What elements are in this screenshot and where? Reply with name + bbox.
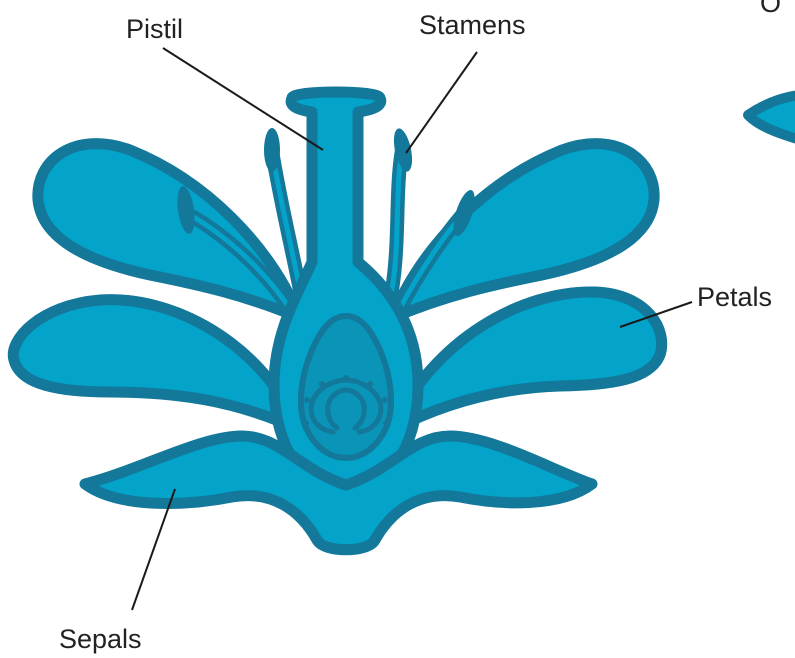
petal-lower-left bbox=[13, 300, 300, 430]
pistil-label: Pistil bbox=[126, 14, 183, 44]
petal-upper-left bbox=[38, 144, 300, 318]
stamens-leader-line bbox=[406, 52, 477, 153]
ovule-4 bbox=[367, 381, 373, 387]
ovary-label-partial: O bbox=[760, 0, 781, 18]
petal-lower-right bbox=[392, 292, 662, 430]
stamens-label: Stamens bbox=[419, 10, 526, 40]
ovule-2 bbox=[319, 381, 325, 387]
ovule-6 bbox=[303, 420, 309, 426]
ovule-7 bbox=[383, 420, 389, 426]
ovule-1 bbox=[304, 397, 310, 403]
sepals-label: Sepals bbox=[59, 624, 142, 654]
ovule-3 bbox=[343, 375, 349, 381]
stamen-anther-inner-left bbox=[264, 128, 280, 172]
ovule-5 bbox=[382, 397, 388, 403]
petals-label: Petals bbox=[697, 282, 772, 312]
flower-illustration bbox=[13, 92, 661, 550]
partial-flower-right bbox=[748, 95, 795, 140]
